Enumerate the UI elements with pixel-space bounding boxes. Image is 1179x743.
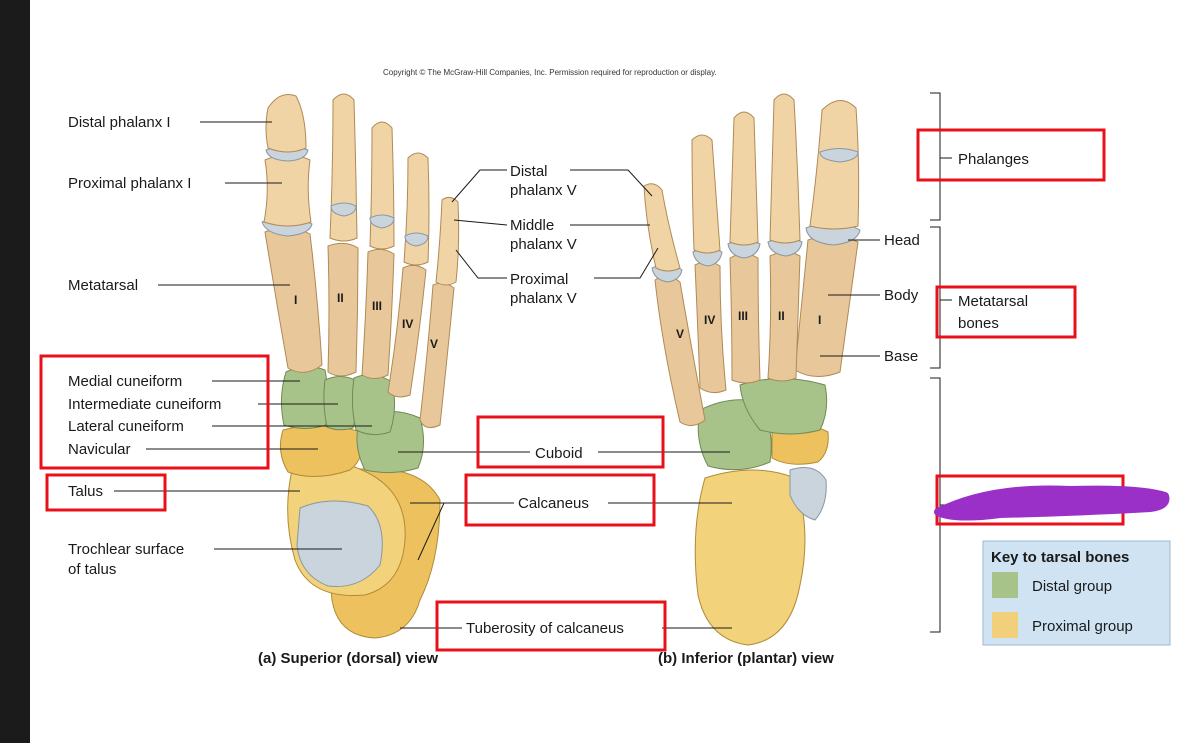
label-head: Head (884, 232, 920, 249)
phalanges-iii-plantar (729, 111, 759, 246)
highlight-box-metatarsal-bones (935, 285, 1077, 339)
talus-plantar-surface (789, 467, 827, 521)
numeral-v-plantar: V (676, 327, 684, 341)
label-body: Body (884, 287, 919, 304)
label-proximal-phalanx-v-2: phalanx V (510, 290, 577, 307)
leader-line (451, 169, 507, 203)
numeral-iv-dorsal: IV (402, 317, 413, 331)
numeral-ii-dorsal: II (337, 291, 344, 305)
numeral-ii-plantar: II (778, 309, 785, 323)
highlight-box-phalanges (916, 128, 1106, 182)
caption-inferior-view: (b) Inferior (plantar) view (658, 650, 834, 667)
highlight-box-calcaneus (464, 473, 656, 527)
navicular-dorsal (279, 425, 364, 478)
numeral-iii-plantar: III (738, 309, 748, 323)
key-title: Key to tarsal bones (991, 549, 1129, 566)
phalanges-iii-dorsal (369, 121, 395, 250)
label-distal-phalanx-i: Distal phalanx I (68, 114, 171, 131)
left-dark-edge (0, 0, 30, 743)
distal-phalanx-i-dorsal (265, 94, 307, 153)
inferior-view-foot: V IV III II I (643, 93, 861, 646)
numeral-iii-dorsal: III (372, 299, 382, 313)
medial-cuneiform-dorsal (280, 366, 329, 429)
metatarsal-ii-dorsal (327, 242, 359, 377)
trochlear-surface (296, 500, 383, 588)
phalanges-v-plantar (643, 183, 681, 272)
metatarsal-iii-dorsal (361, 248, 395, 379)
joint-cartilage (369, 214, 395, 229)
phalanges-v-dorsal (435, 196, 460, 286)
label-metatarsal-bones-1: Metatarsal (958, 293, 1028, 310)
label-calcaneus: Calcaneus (518, 495, 589, 512)
leader-line (455, 249, 507, 279)
key-distal-label: Distal group (1032, 578, 1112, 595)
leader-line (570, 169, 653, 197)
tarsal-key: Key to tarsal bones Distal group Proxima… (982, 540, 1171, 646)
label-distal-phalanx-v-2: phalanx V (510, 182, 577, 199)
label-navicular: Navicular (68, 441, 131, 458)
label-metatarsal-bones-2: bones (958, 315, 999, 332)
metatarsal-iv-dorsal (387, 264, 427, 398)
intermediate-cuneiform-dorsal (323, 376, 358, 431)
label-trochlear-of-talus: of talus (68, 561, 116, 578)
copyright-text: Copyright © The McGraw-Hill Companies, I… (383, 68, 717, 77)
numeral-i-dorsal: I (294, 293, 297, 307)
phalanges-iv-dorsal (403, 152, 430, 266)
phalanges-ii-plantar (769, 93, 801, 244)
metatarsal-v-plantar (654, 276, 706, 426)
caption-superior-view: (a) Superior (dorsal) view (258, 650, 438, 667)
joint-cartilage (404, 232, 429, 247)
label-metatarsal: Metatarsal (68, 277, 138, 294)
proximal-phalanx-i-dorsal (263, 154, 312, 227)
phalanges-i-plantar (809, 100, 860, 230)
label-lateral-cuneiform: Lateral cuneiform (68, 418, 184, 435)
key-proximal-swatch (992, 612, 1018, 638)
label-middle-phalanx-v-1: Middle (510, 217, 554, 234)
numeral-v-dorsal: V (430, 337, 438, 351)
phalanges-bracket (930, 92, 941, 221)
numeral-iv-plantar: IV (704, 313, 715, 327)
label-tuberosity: Tuberosity of calcaneus (466, 620, 624, 637)
label-base: Base (884, 348, 918, 365)
metatarsal-iii-plantar (729, 253, 761, 384)
joint-cartilage (819, 148, 859, 163)
numeral-i-plantar: I (818, 313, 821, 327)
label-medial-cuneiform: Medial cuneiform (68, 373, 182, 390)
highlight-box-talus (45, 473, 167, 512)
superior-view-foot: I II III IV V (261, 93, 460, 639)
purple-scribble-redaction (934, 485, 1170, 521)
label-proximal-phalanx-v-1: Proximal (510, 271, 568, 288)
metatarsal-ii-plantar (767, 251, 801, 382)
highlight-box-cuneiforms (39, 354, 270, 470)
label-talus: Talus (68, 483, 103, 500)
label-middle-phalanx-v-2: phalanx V (510, 236, 577, 253)
metatarsal-iv-plantar (694, 261, 727, 394)
highlight-box-cuboid (476, 415, 665, 469)
label-intermediate-cuneiform: Intermediate cuneiform (68, 396, 221, 413)
metatarsal-bracket (930, 226, 941, 369)
leader-line (453, 219, 508, 226)
label-cuboid: Cuboid (535, 445, 583, 462)
key-proximal-label: Proximal group (1032, 618, 1133, 635)
phalanges-ii-dorsal (329, 93, 358, 242)
label-trochlear-surface: Trochlear surface (68, 541, 184, 558)
label-proximal-phalanx-i: Proximal phalanx I (68, 175, 191, 192)
joint-cartilage (330, 202, 357, 217)
leader-line (594, 247, 659, 279)
key-distal-swatch (992, 572, 1018, 598)
metatarsal-v-dorsal (419, 282, 455, 429)
phalanges-iv-plantar (691, 134, 721, 254)
calcaneus-plantar (694, 469, 806, 646)
label-phalanges: Phalanges (958, 151, 1029, 168)
label-distal-phalanx-v-1: Distal (510, 163, 548, 180)
highlight-box-tuberosity (435, 600, 667, 652)
metatarsal-i-plantar (794, 235, 859, 377)
